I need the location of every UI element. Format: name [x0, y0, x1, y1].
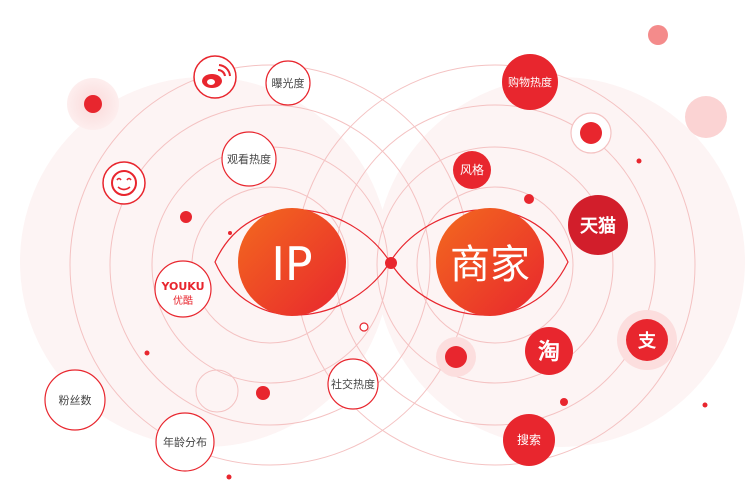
search-label: 搜索: [517, 432, 541, 447]
top-right-dot: [648, 25, 668, 45]
tmall-label: 天猫: [580, 215, 616, 237]
ip-hub: [238, 208, 346, 316]
merchant-hub-label: 商家: [450, 242, 530, 288]
ip-hub-label: IP: [271, 237, 312, 291]
shopping-heat-label: 购物热度: [508, 75, 552, 89]
orbit-dot: [226, 474, 232, 480]
exposure-label: 曝光度: [272, 76, 305, 90]
youku-cn-text: 优酷: [173, 294, 193, 307]
search-node: [503, 414, 555, 466]
tudou-icon: [102, 161, 146, 205]
style-label: 风格: [460, 162, 484, 177]
style-node: [453, 151, 491, 189]
age-label: 年龄分布: [163, 435, 207, 449]
youku-text: YOUKU: [160, 280, 204, 293]
orbit-dot: [256, 386, 270, 400]
tmall-icon: [568, 195, 628, 255]
orbit-dot: [636, 158, 642, 164]
center-junction-dot: [385, 257, 397, 269]
orbit-dot: [560, 398, 568, 406]
social-heat-node: [327, 358, 379, 410]
social-heat-label: 社交热度: [331, 377, 375, 391]
ring-node-dot: [580, 122, 602, 144]
orbit-dot: [702, 402, 708, 408]
weibo-icon: [193, 55, 237, 99]
fans-node: [44, 369, 106, 431]
view-heat-label: 观看热度: [227, 152, 271, 166]
orbit-dot: [524, 194, 534, 204]
orbit-dot: [180, 211, 192, 223]
age-node: [155, 412, 215, 472]
right-halo-disc: [685, 96, 727, 138]
fans-label: 粉丝数: [59, 394, 92, 407]
orbit-dot-hollow: [359, 322, 369, 332]
taobao-label: 淘: [538, 339, 560, 365]
taobao-icon: [525, 327, 573, 375]
merchant-hub: [436, 208, 544, 316]
view-heat-node: [221, 131, 277, 187]
exposure-node: [265, 60, 311, 106]
alipay-label: 支: [637, 330, 657, 352]
youku-logo: YOUKU 优酷: [154, 260, 212, 318]
right-background-disc: [375, 77, 745, 447]
orbit-dot: [228, 231, 232, 235]
halo-node-dot: [445, 346, 467, 368]
halo-node-dot: [84, 95, 102, 113]
empty-orbit-node: [195, 369, 239, 413]
alipay-icon: [626, 319, 668, 361]
shopping-heat-node: [502, 54, 558, 110]
orbit-dot: [144, 350, 150, 356]
